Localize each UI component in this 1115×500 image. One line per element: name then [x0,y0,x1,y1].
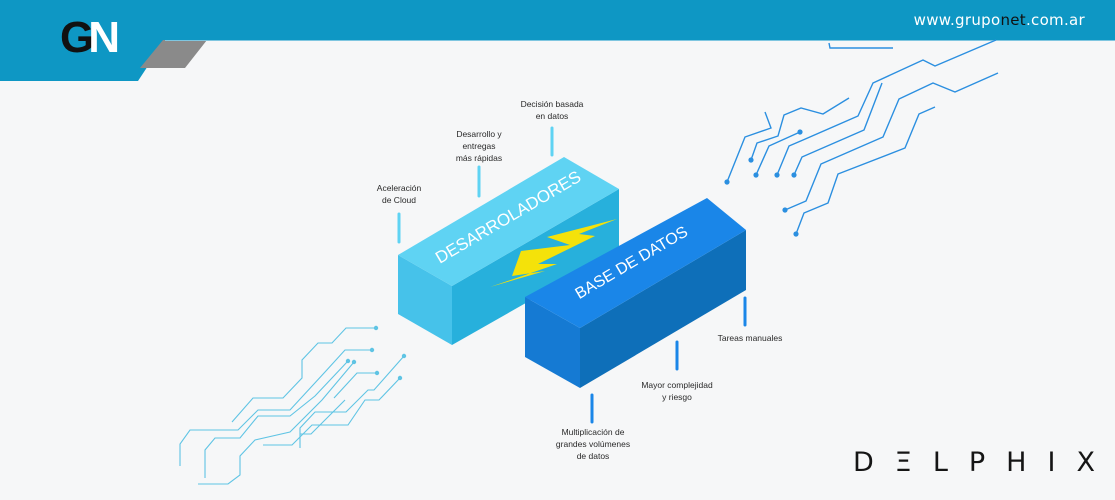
gn-logo: GN [60,13,120,62]
benefit-data-decisions: Decisión basada en datos [520,99,584,121]
header-gray-accent [140,40,207,68]
developers-top-face [398,157,619,286]
url-highlight: net [1000,11,1026,29]
circuit-left [179,327,405,485]
db-ticks [590,296,747,424]
gn-logo-n: N [88,13,120,62]
benefit-cloud-acceleration: Aceleración de Cloud [376,183,422,205]
circuit-left-nodes [345,325,407,381]
database-block [525,198,746,388]
developers-front-face [398,255,452,345]
dev-ticks [397,126,554,244]
challenge-complexity-risk: Mayor complejidad y riesgo [641,380,713,402]
benefit-faster-delivery: Desarrollo y entregas más rápidas [455,129,503,163]
database-top-face [525,198,746,328]
url-prefix: www.grupo [913,11,1001,29]
lightning-bolt-icon [490,219,617,287]
circuit-right [726,39,999,235]
delphix-logo: DΞLPHIX [853,447,1115,478]
url-suffix: .com.ar [1025,11,1085,29]
challenge-manual-tasks: Tareas manuales [717,333,783,343]
header-band [0,0,1115,81]
database-front-face [525,297,580,388]
website-url[interactable]: www.gruponet.com.ar [914,11,1085,29]
database-side-face [580,230,746,388]
circuit-right-nodes [724,129,803,237]
gn-logo-g: G [60,13,94,62]
challenge-data-volumes: Multiplicación de grandes volúmenes de d… [555,427,631,461]
